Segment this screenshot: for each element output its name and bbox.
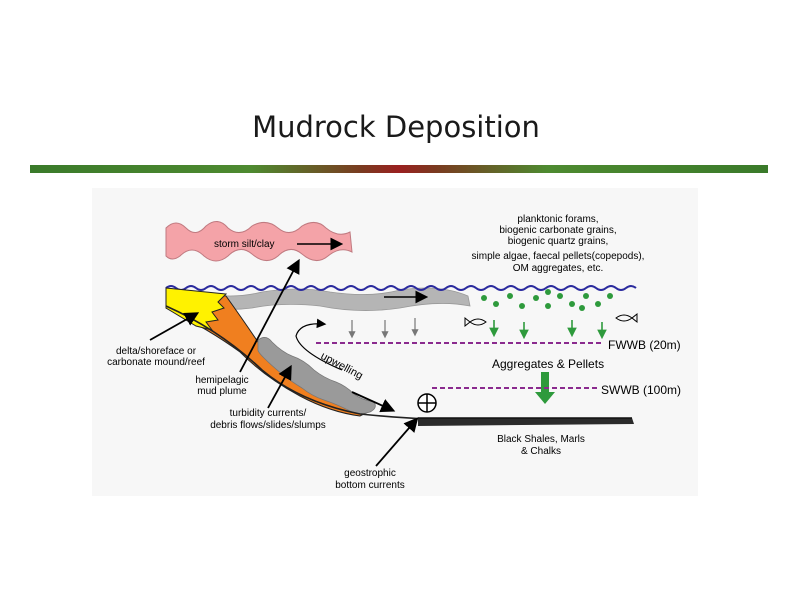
turbidity-label: turbidity currents/ debris flows/slides/… (210, 408, 326, 431)
plankton-label: planktonic forams, biogenic carbonate gr… (472, 214, 645, 274)
hemi-line-2: mud plume (197, 386, 247, 397)
fish-icon (464, 316, 487, 328)
black-line-1: Black Shales, Marls (497, 434, 585, 445)
turb-line-2: debris flows/slides/slumps (210, 420, 326, 431)
swwb-label: SWWB (100m) (601, 383, 681, 397)
geostrophic-arrow (375, 417, 419, 467)
turb-line-1: turbidity currents/ (230, 408, 307, 419)
hemipelagic-arrow (239, 258, 300, 373)
hemi-line-1: hemipelagic (195, 375, 248, 386)
title-divider (30, 165, 768, 173)
aggregates-label: Aggregates & Pellets (492, 357, 604, 371)
black-shales-label: Black Shales, Marls & Chalks (497, 434, 585, 457)
turbidity-arrow (267, 364, 292, 409)
biogenic-particles (481, 289, 613, 311)
geo-line-1: geostrophic (344, 468, 396, 479)
slide-title: Mudrock Deposition (252, 110, 540, 144)
sea-surface-line (165, 285, 637, 291)
delta-line-2: carbonate mound/reef (107, 357, 205, 368)
fish-icon (615, 312, 638, 324)
hemipelagic-label: hemipelagic mud plume (195, 375, 248, 397)
storm-silt-cloud (165, 221, 353, 262)
delta-label: delta/shoreface or carbonate mound/reef (107, 346, 205, 368)
upwelling-loop (295, 318, 343, 371)
delta-line-1: delta/shoreface or (116, 346, 197, 357)
delta-arrow (149, 312, 200, 341)
fwwb-label: FWWB (20m) (608, 338, 681, 352)
plankton-line-3: biogenic quartz grains, (508, 236, 609, 247)
circled-plus-icon (417, 393, 437, 413)
plankton-line-1: planktonic forams, (517, 214, 598, 225)
black-line-2: & Chalks (521, 446, 561, 457)
geo-line-2: bottom currents (335, 480, 404, 491)
black-shale-unit (418, 418, 634, 426)
storm-silt-label: storm silt/clay (214, 239, 275, 250)
plankton-line-4: simple algae, faecal pellets(copepods), (472, 251, 645, 262)
plankton-line-2: biogenic carbonate grains, (499, 225, 616, 236)
plume-arrow (351, 391, 396, 413)
geostrophic-label: geostrophic bottom currents (335, 468, 404, 491)
plankton-line-5: OM aggregates, etc. (513, 263, 604, 274)
